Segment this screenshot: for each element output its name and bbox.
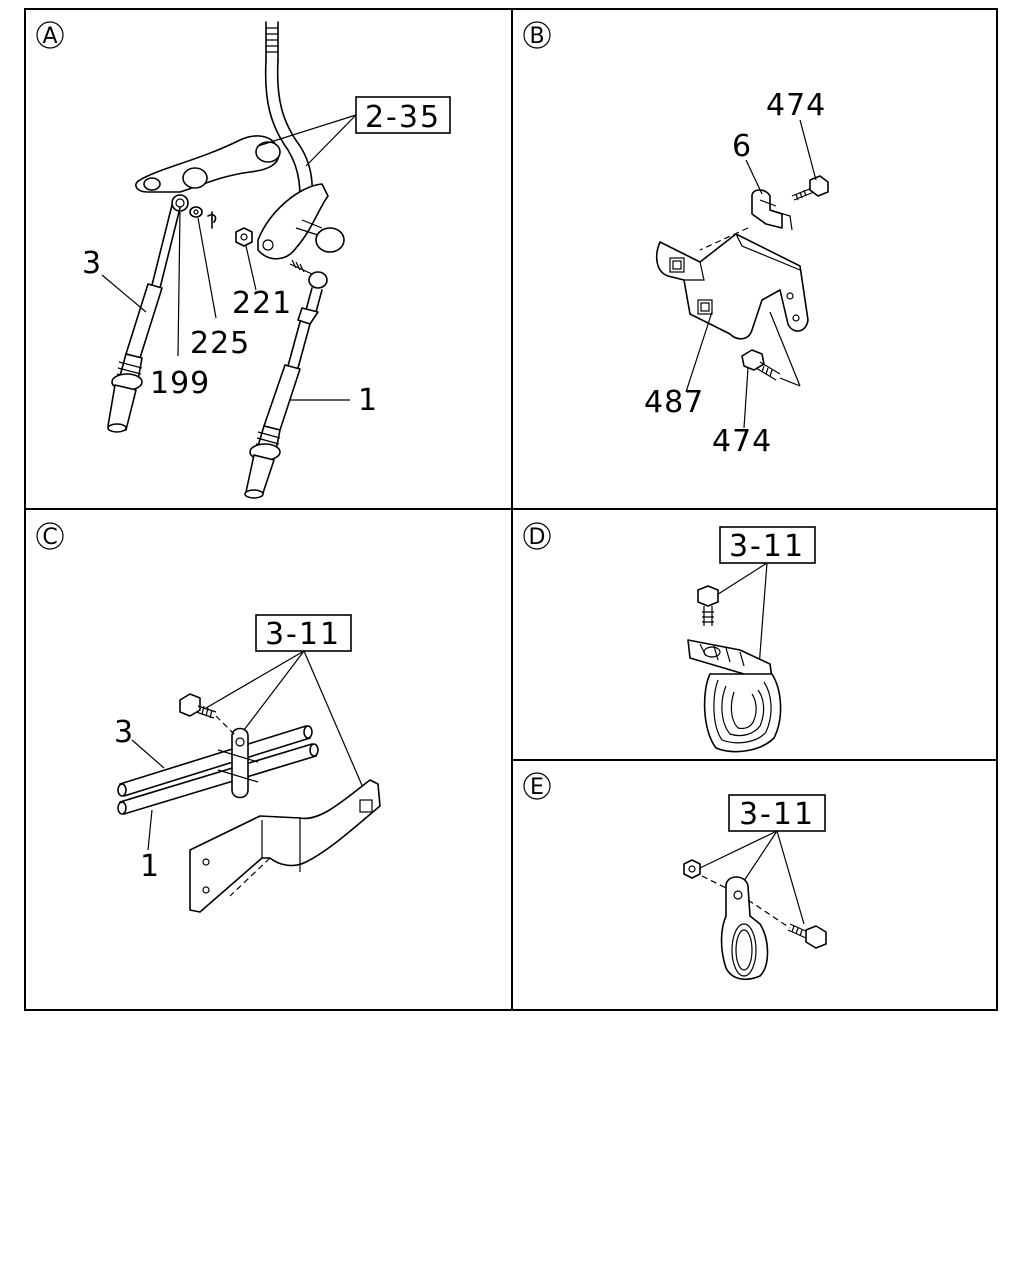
panel-e: E 3-11 xyxy=(523,772,827,981)
cable-clamp-d xyxy=(687,639,782,753)
callout-221: 221 xyxy=(232,286,292,321)
ref-box-3-11-e: 3-11 xyxy=(699,794,826,925)
svg-text:E: E xyxy=(530,775,544,800)
nut-221 xyxy=(235,227,253,247)
panel-a: A 2-35 xyxy=(36,21,451,499)
bracket-plate-c xyxy=(189,779,381,913)
callout-474-bottom: 474 xyxy=(712,424,772,459)
panel-b: B xyxy=(523,21,829,459)
callout-3-a: 3 xyxy=(82,246,102,281)
panel-letter-d: D xyxy=(523,522,551,550)
svg-text:C: C xyxy=(42,525,57,550)
ref-box-3-11-c: 3-11 xyxy=(205,614,365,791)
panel-d: D 3-11 xyxy=(523,522,816,753)
bolt-c xyxy=(179,693,237,737)
bolt-e xyxy=(787,923,827,949)
bolt-d xyxy=(697,585,719,626)
bracket-487 xyxy=(655,233,809,340)
panel-c: C 3-11 xyxy=(36,522,381,913)
svg-text:A: A xyxy=(42,24,57,49)
clamp-e xyxy=(720,876,791,981)
callout-474-top: 474 xyxy=(766,88,826,123)
shift-lever xyxy=(135,21,345,260)
panel-letter-e: E xyxy=(523,772,551,800)
svg-text:2-35: 2-35 xyxy=(365,100,441,135)
callout-3-c: 3 xyxy=(114,715,134,750)
leader-lines-c xyxy=(131,739,165,851)
svg-text:D: D xyxy=(529,525,546,550)
tubes-c xyxy=(117,725,319,815)
callout-199: 199 xyxy=(150,366,210,401)
panel-grid xyxy=(24,8,998,1011)
cable-1 xyxy=(244,259,328,499)
callout-487: 487 xyxy=(644,385,704,420)
leader-lines-b xyxy=(685,119,817,429)
panel-letter-b: B xyxy=(523,21,551,49)
bolt-474-bottom xyxy=(741,349,781,381)
svg-text:3-11: 3-11 xyxy=(739,797,815,832)
clip-225 xyxy=(207,211,217,229)
clamp-6 xyxy=(751,189,793,231)
panel-letter-c: C xyxy=(36,522,64,550)
nut-e xyxy=(683,859,731,891)
callout-1-c: 1 xyxy=(140,849,160,884)
svg-text:3-11: 3-11 xyxy=(729,529,805,564)
callout-6: 6 xyxy=(732,129,752,164)
panel-letter-a: A xyxy=(36,21,64,49)
callout-225: 225 xyxy=(190,326,250,361)
leader-lines-a xyxy=(101,211,350,401)
clamp-c xyxy=(217,727,259,799)
svg-text:B: B xyxy=(529,24,544,49)
svg-text:3-11: 3-11 xyxy=(265,617,341,652)
cable-3 xyxy=(107,194,189,433)
ref-box-2-35: 2-35 xyxy=(257,96,451,167)
bolt-474-top xyxy=(791,175,829,201)
washer-199 xyxy=(189,206,203,218)
callout-1-a: 1 xyxy=(358,383,378,418)
